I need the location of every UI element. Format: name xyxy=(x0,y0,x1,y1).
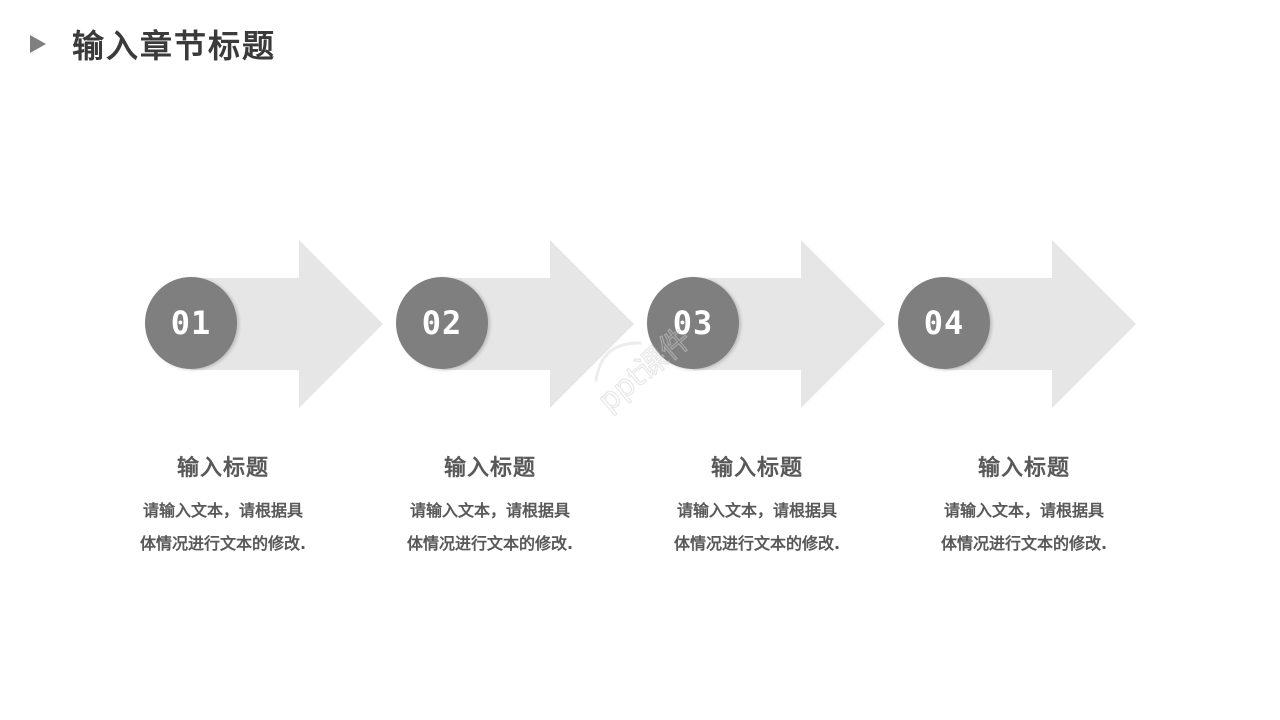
arrow-shape-icon xyxy=(944,240,1136,408)
section-header: 输入章节标题 xyxy=(30,22,276,66)
step-description: 请输入文本，请根据具 体情况进行文本的修改. xyxy=(914,494,1134,560)
step-description-line: 体情况进行文本的修改. xyxy=(673,534,841,553)
step-description-line: 请输入文本，请根据具 xyxy=(943,501,1104,520)
step-number: 04 xyxy=(923,304,965,342)
step-number-badge: 04 xyxy=(898,277,990,369)
process-step-2: 02 输入标题 请输入文本，请根据具 体情况进行文本的修改. xyxy=(396,240,646,570)
step-description-line: 体情况进行文本的修改. xyxy=(139,534,307,553)
arrow-shape-icon xyxy=(191,240,383,408)
step-description: 请输入文本，请根据具 体情况进行文本的修改. xyxy=(647,494,867,560)
step-description: 请输入文本，请根据具 体情况进行文本的修改. xyxy=(113,494,333,560)
step-title: 输入标题 xyxy=(710,456,803,481)
play-triangle-icon xyxy=(30,35,46,53)
arrow-shape-icon xyxy=(693,240,885,408)
step-number: 03 xyxy=(672,304,714,342)
step-description-line: 请输入文本，请根据具 xyxy=(676,501,837,520)
step-number: 01 xyxy=(170,304,212,342)
step-number-badge: 03 xyxy=(647,277,739,369)
page-title: 输入章节标题 xyxy=(72,27,277,65)
step-description-line: 体情况进行文本的修改. xyxy=(940,534,1108,553)
step-title: 输入标题 xyxy=(977,456,1070,481)
step-number-badge: 02 xyxy=(396,277,488,369)
step-title: 输入标题 xyxy=(176,456,269,481)
process-step-4: 04 输入标题 请输入文本，请根据具 体情况进行文本的修改. xyxy=(898,240,1148,570)
step-description: 请输入文本，请根据具 体情况进行文本的修改. xyxy=(380,494,600,560)
step-number: 02 xyxy=(421,304,463,342)
process-step-3: 03 输入标题 请输入文本，请根据具 体情况进行文本的修改. xyxy=(647,240,897,570)
step-description-line: 体情况进行文本的修改. xyxy=(406,534,574,553)
step-title: 输入标题 xyxy=(443,456,536,481)
step-description-line: 请输入文本，请根据具 xyxy=(142,501,303,520)
process-step-1: 01 输入标题 请输入文本，请根据具 体情况进行文本的修改. xyxy=(140,240,395,570)
step-number-badge: 01 xyxy=(145,277,237,369)
step-description-line: 请输入文本，请根据具 xyxy=(409,501,570,520)
arrow-shape-icon xyxy=(442,240,634,408)
